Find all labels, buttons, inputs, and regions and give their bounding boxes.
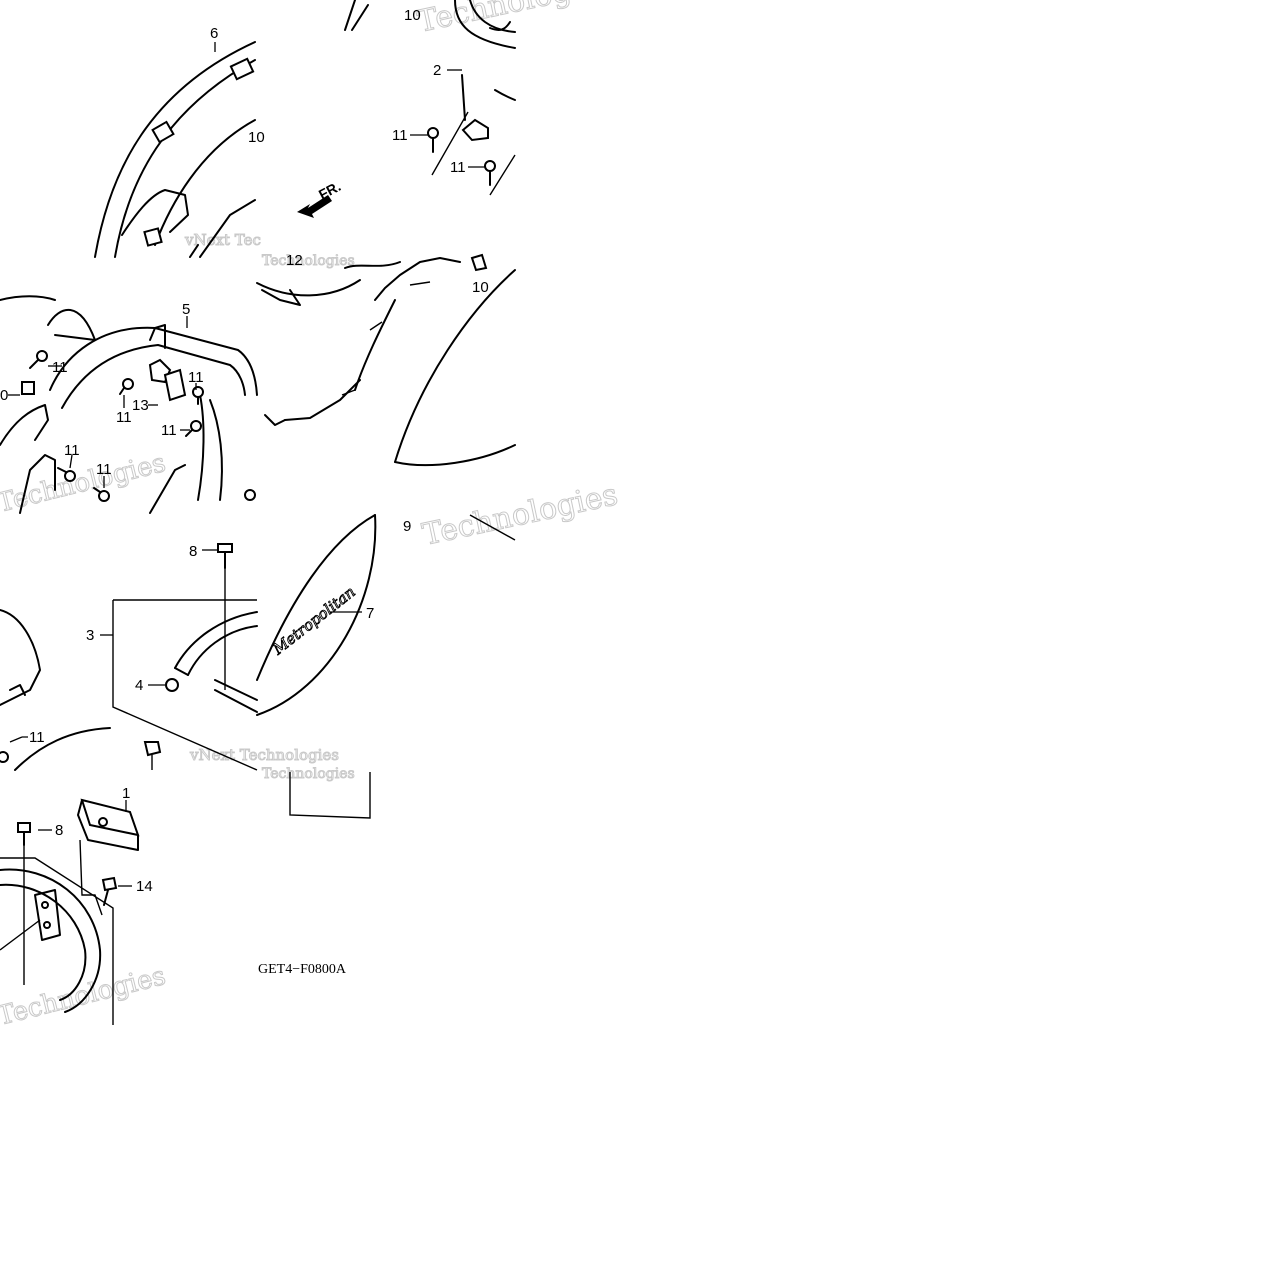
diagram-code: GET4−F0800A	[258, 962, 347, 977]
callout-11: 11	[52, 359, 68, 376]
callout-8: 8	[55, 822, 63, 839]
callout-13: 13	[132, 397, 149, 414]
watermark-text: vNext Tec	[184, 231, 261, 249]
watermark-text: Technologies	[262, 766, 355, 782]
watermarks: Technologies vNext Tec Technologies vNex…	[0, 0, 621, 1032]
part-6-side-cover	[94, 41, 256, 258]
front-arrow-icon	[297, 195, 332, 218]
watermark-text: Technologies	[414, 0, 615, 40]
callout-leaders	[8, 69, 485, 887]
watermark-text: Technologies	[0, 448, 169, 519]
part-12-body-cover	[256, 253, 516, 467]
part-5-rear-cover	[0, 295, 258, 514]
watermark-text: Technologies	[419, 477, 620, 553]
callout-11: 11	[161, 422, 177, 439]
callout-6: 6	[210, 25, 218, 42]
callout-4: 4	[135, 677, 143, 694]
callout-2: 2	[433, 62, 441, 79]
callout-10: 0	[0, 387, 8, 404]
callout-11: 11	[29, 729, 45, 746]
part-2-front-cover	[297, 0, 516, 218]
callout-11: 11	[392, 127, 408, 144]
emblem-text: Metropolitan	[269, 583, 359, 659]
part-1-reflector	[0, 798, 140, 1025]
callout-11: 11	[116, 409, 132, 426]
callout-7: 7	[366, 605, 374, 622]
callout-11: 11	[96, 461, 112, 478]
callout-11: 11	[64, 442, 80, 459]
callout-12: 12	[286, 252, 303, 269]
front-direction-label: FR.	[316, 178, 343, 203]
watermark-text: Technologies	[262, 253, 355, 269]
watermark-text: vNext Technologies	[189, 746, 339, 764]
callout-9: 9	[403, 518, 411, 535]
part-3-grab-rail	[0, 543, 258, 771]
callout-11: 11	[450, 159, 466, 176]
callout-1: 1	[122, 785, 130, 802]
callout-5: 5	[182, 301, 190, 318]
callout-14: 14	[136, 878, 153, 895]
callout-10: 10	[248, 129, 265, 146]
callout-8: 8	[189, 543, 197, 560]
callout-11: 11	[188, 369, 204, 386]
callout-10: 10	[472, 279, 489, 296]
callout-10: 10	[404, 7, 421, 24]
callout-3: 3	[86, 627, 94, 644]
